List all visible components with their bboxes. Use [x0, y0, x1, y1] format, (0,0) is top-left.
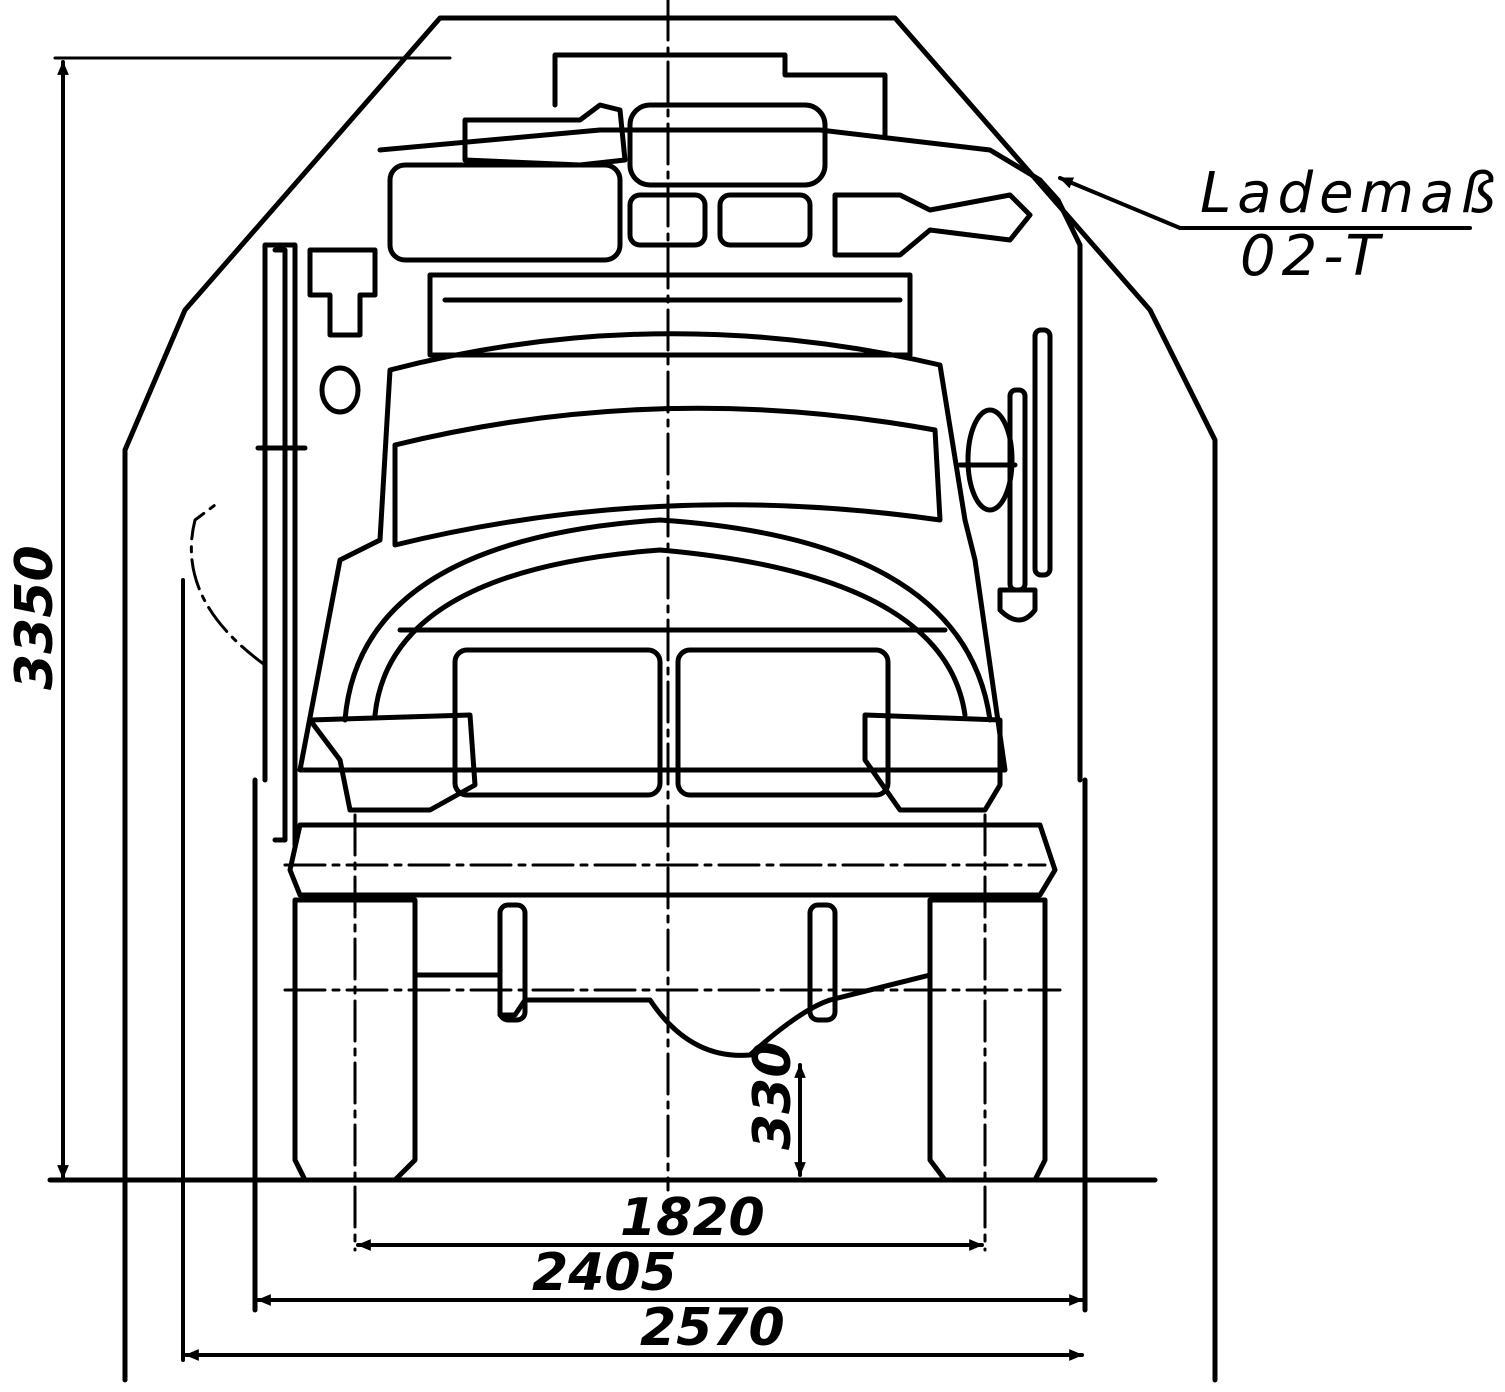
wagon-floor [287, 822, 1058, 898]
dim-clearance-text: 330 [743, 1041, 803, 1150]
gauge-leader-line [1058, 176, 1182, 230]
axle-spring-right [807, 902, 838, 1023]
wagon-body-right-wall [1037, 177, 1083, 783]
door-swing-arc [189, 503, 267, 667]
gauge-name-label: Lademaß [1200, 161, 1502, 226]
roof-exhaust [832, 192, 1033, 258]
roof-box-center [627, 102, 828, 188]
dim-1820-text: 1820 [620, 1188, 765, 1248]
left-grab-bar [272, 247, 288, 843]
right-tool-rod-1 [1032, 327, 1053, 578]
truck-grille-right [675, 647, 891, 798]
right-shovel [997, 587, 1038, 623]
wagon-underframe-right [927, 897, 1048, 1183]
side-lamp-left [319, 365, 361, 415]
wagon-roof-line [377, 127, 1043, 183]
axle-spring-left [497, 902, 528, 1023]
truck-hood-upper [342, 517, 993, 723]
truck-fender-left [307, 712, 478, 813]
roof-box-left [387, 162, 623, 263]
dim-2570-text: 2570 [640, 1298, 785, 1358]
truck-cargo-rack [427, 272, 913, 358]
right-tool-rod-2 [1007, 387, 1028, 593]
loading-gauge-outline [122, 15, 1218, 1383]
truck-grille-left [452, 647, 663, 798]
axle-housing [412, 972, 933, 1058]
roof-canister [462, 102, 628, 168]
roof-box-top [552, 52, 888, 138]
right-lamp [965, 407, 1015, 513]
gauge-code-label: 02-T [1240, 224, 1386, 289]
side-bracket-left [307, 247, 378, 338]
dim-2405-text: 2405 [532, 1243, 677, 1303]
roof-slot-1 [627, 192, 708, 248]
truck-fender-right [862, 712, 1003, 813]
truck-windshield [392, 405, 943, 548]
dim-height-text: 3350 [5, 545, 65, 690]
wagon-underframe [292, 897, 418, 1183]
truck-cab-body [297, 331, 1008, 773]
wagon-body-left-wall [262, 242, 298, 848]
roof-slot-2 [717, 192, 813, 248]
truck-hood-inner [372, 547, 968, 718]
